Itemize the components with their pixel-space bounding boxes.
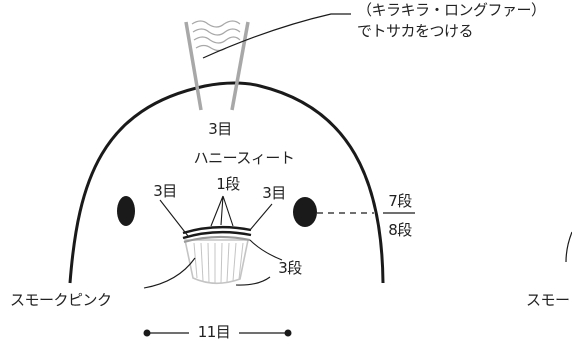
muzzle-color-label: スモークピンク — [10, 291, 112, 309]
tuft — [184, 20, 250, 111]
center-row-count: 1段 — [216, 175, 240, 193]
left-eye — [117, 196, 135, 226]
head-outline — [68, 81, 385, 284]
tuft-note-line-1: （キラキラ・ロングファー） — [357, 1, 546, 19]
top-stitch-count: 3目 — [208, 120, 232, 138]
right-eye-leader — [249, 203, 273, 231]
bottom-stitch-count: 11目 — [197, 323, 231, 341]
upper-row-count: 7段 — [388, 192, 412, 210]
tuft-note-leader — [202, 13, 351, 59]
width-indicator — [143, 329, 292, 337]
muzzle-row-count: 3段 — [278, 259, 302, 277]
muzzle-rows-leader-2 — [235, 276, 271, 286]
muzzle-color-leader — [143, 257, 196, 289]
left-eye-stitch-count: 3目 — [153, 182, 177, 200]
muzzle — [182, 225, 252, 285]
main-color-label: ハニースィート — [193, 149, 295, 167]
right-eye-stitch-count: 3目 — [262, 184, 286, 202]
muzzle-rows-leader — [249, 239, 283, 261]
left-eye-leader — [159, 199, 189, 237]
tuft-note-line-2: でトサカをつける — [357, 22, 474, 40]
right-eye — [293, 197, 317, 227]
lower-row-count: 8段 — [388, 221, 412, 239]
second-head-outline — [565, 231, 572, 263]
center-rows-leader — [210, 195, 234, 227]
partial-color-label: スモー — [526, 291, 570, 309]
